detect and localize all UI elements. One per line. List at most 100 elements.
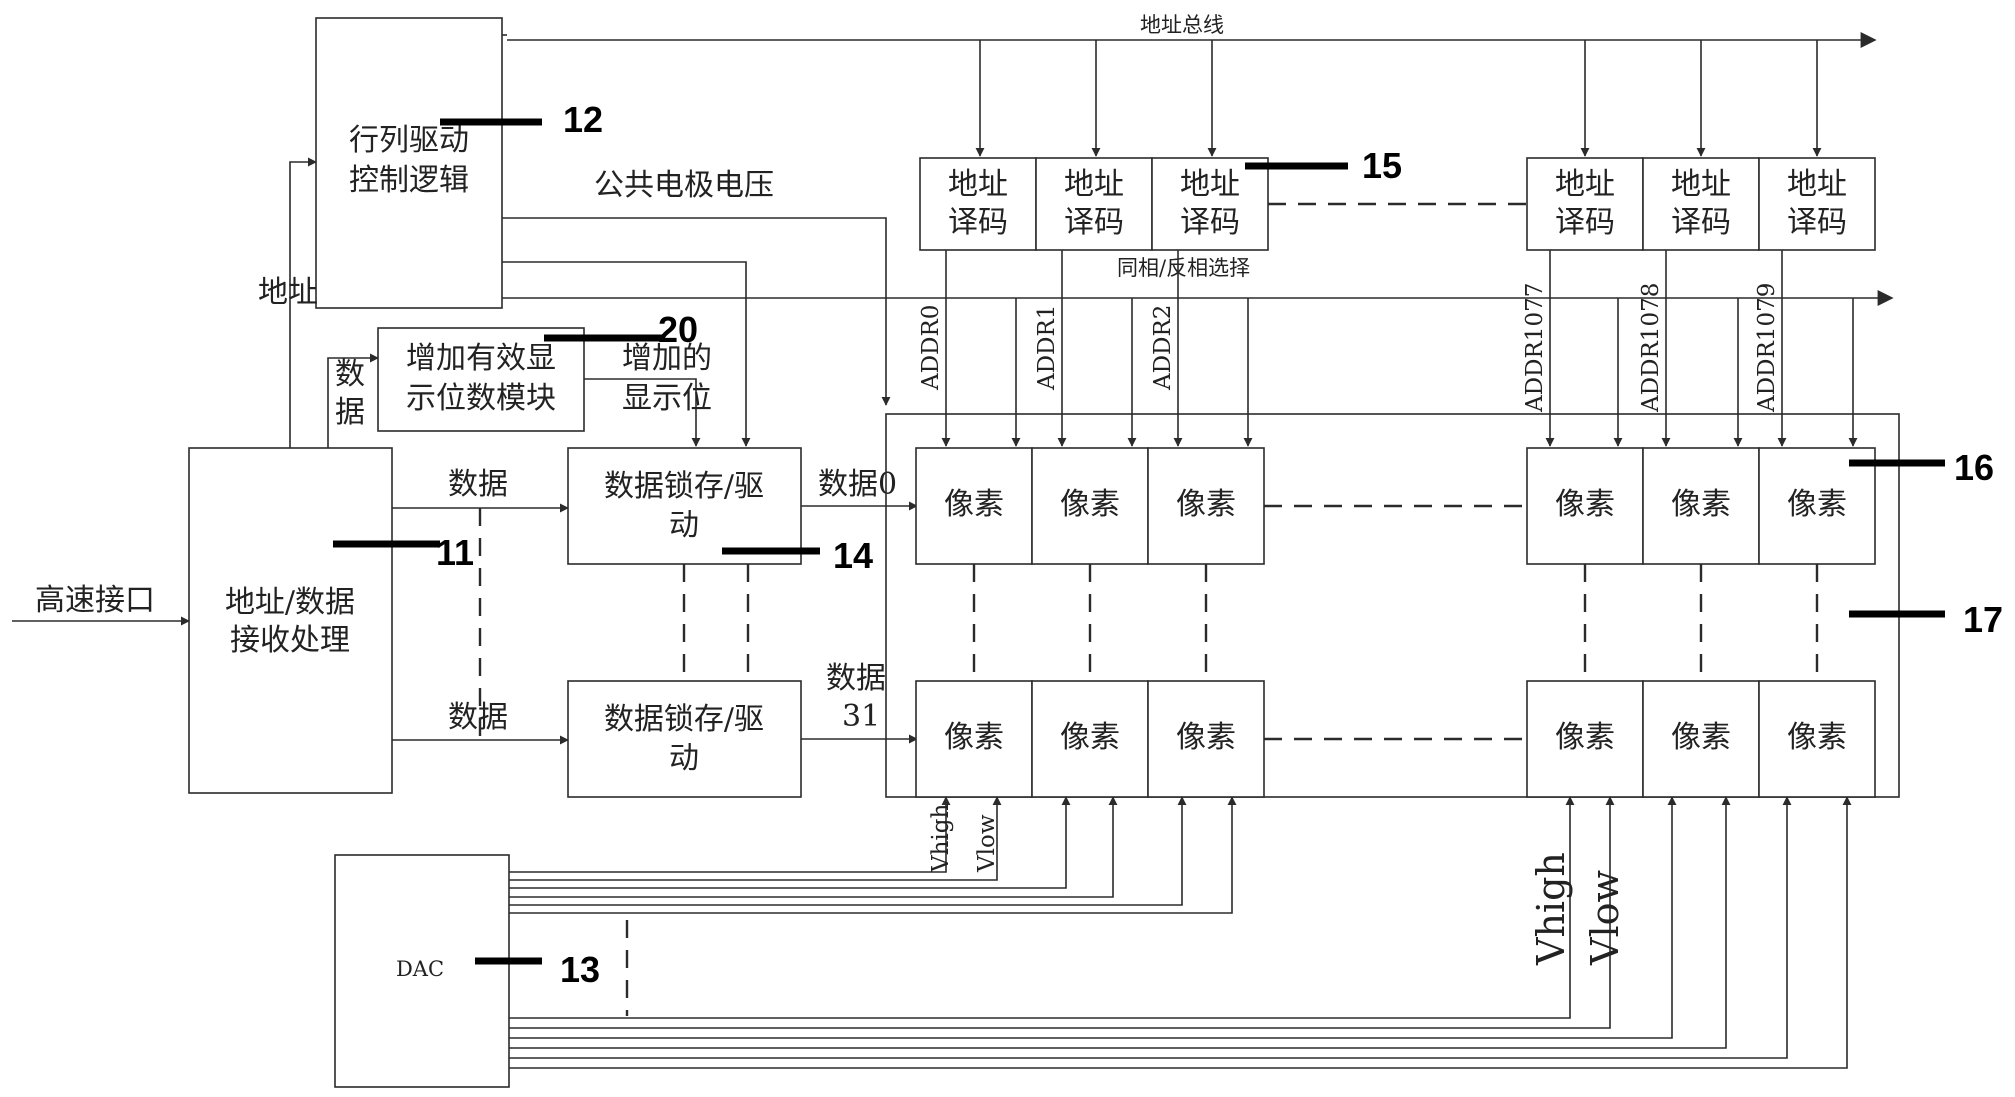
common-electrode-wire: [502, 217, 891, 406]
ref-16: 16: [1954, 447, 1994, 488]
data-latch-top-line2: 动: [669, 508, 699, 543]
pixel-cell: [1031, 680, 1149, 798]
ref-13: 13: [560, 949, 600, 990]
data-label-top: 数据: [448, 467, 508, 502]
pixel-label: 像素: [1555, 720, 1615, 755]
address-decoder: [1035, 157, 1153, 251]
dac-line: [509, 796, 1731, 1049]
extra-bits-box: [377, 327, 585, 432]
pixel-cell: [1642, 680, 1760, 798]
dac-line: [509, 796, 1575, 1019]
data-latch-bottom-box: [567, 680, 802, 798]
address-data-receiver-block: 地址/数据 接收处理: [188, 447, 393, 794]
decoder-line2: 译码: [1555, 205, 1615, 240]
ref-20: 20: [658, 309, 698, 350]
dac-lines-right: [509, 796, 1852, 1069]
address-data-receiver-box: [188, 447, 393, 794]
data-vertical-label-2: 据: [335, 395, 365, 430]
decoder-line1: 地址: [1787, 167, 1847, 202]
pixel-cell: [1031, 447, 1149, 565]
extra-display-bits-module: 增加有效显 示位数模块: [377, 327, 585, 432]
pixel-cell: [1147, 447, 1265, 565]
added-bits-wire: [584, 378, 701, 447]
dac-lines-left: [509, 796, 1237, 914]
pixel-label: 像素: [944, 487, 1004, 522]
pixel-label: 像素: [944, 720, 1004, 755]
pixel-cell: [915, 447, 1033, 565]
pixel-label: 像素: [1060, 487, 1120, 522]
dac-line: [509, 796, 1118, 898]
pixel-label: 像素: [1555, 487, 1615, 522]
vhigh-label-large: Vhigh: [1529, 852, 1573, 966]
decoder-line1: 地址: [948, 167, 1008, 202]
address-wire: [289, 157, 317, 448]
dac-label: DAC: [396, 957, 444, 981]
address-decoder: [1526, 157, 1644, 251]
data31-label-2: 31: [842, 699, 880, 734]
pixel-label: 像素: [1060, 720, 1120, 755]
added-bits-label-2: 显示位: [622, 381, 712, 416]
address-bus-label: 地址总线: [1140, 13, 1224, 37]
pixel-cell: [915, 680, 1033, 798]
row-column-driver-block: 行列驱动 控制逻辑: [315, 17, 503, 309]
phase-select-label: 同相/反相选择: [1117, 256, 1250, 280]
data-label-bottom: 数据: [448, 700, 508, 735]
pixel-cell: [1147, 680, 1265, 798]
driver-to-latch-wire: [502, 261, 751, 447]
row-column-driver-line2: 控制逻辑: [349, 163, 469, 198]
pixel-cell: [1758, 680, 1876, 798]
pixel-label: 像素: [1787, 487, 1847, 522]
data0-label: 数据0: [818, 467, 897, 502]
data-latch-bottom-block: 数据锁存/驱 动: [567, 680, 802, 798]
vlow-label-large: Vlow: [1583, 870, 1627, 966]
dac-line: [509, 796, 1677, 1039]
vhigh-label-small: Vhigh: [928, 803, 954, 873]
ref-11: 11: [436, 532, 474, 573]
dac-line: [509, 796, 951, 873]
reference-markers: 12 15 20 11 14 16 17 13: [333, 99, 2003, 990]
decoder-line2: 译码: [1671, 205, 1731, 240]
dac-box: [334, 854, 510, 1088]
pixel-label: 像素: [1176, 487, 1236, 522]
pixel-label: 像素: [1176, 720, 1236, 755]
row-column-driver-box: [315, 17, 503, 309]
extra-bits-line1: 增加有效显: [406, 341, 556, 376]
data-vertical-label-1: 数: [335, 357, 365, 392]
addr1077-label: ADDR1077: [1522, 283, 1548, 413]
addr1079-label: ADDR1079: [1754, 283, 1780, 413]
dac-line: [509, 796, 1002, 881]
decoder-line2: 译码: [1787, 205, 1847, 240]
data-latch-top-block: 数据锁存/驱 动: [567, 447, 802, 565]
pixel-label: 像素: [1671, 720, 1731, 755]
decoder-group-right: 地址 译码 地址 译码 地址 译码: [1526, 157, 1876, 251]
row-column-driver-line1: 行列驱动: [349, 123, 469, 158]
addr1078-label: ADDR1078: [1638, 283, 1664, 413]
addr0-label: ADDR0: [918, 305, 944, 391]
dac-block: DAC: [334, 854, 510, 1088]
ref-14: 14: [833, 535, 873, 576]
decoder-line1: 地址: [1555, 167, 1615, 202]
data-latch-bottom-line2: 动: [669, 741, 699, 776]
dac-line: [509, 796, 1615, 1029]
ref-15: 15: [1362, 145, 1402, 186]
data-latch-top-line1: 数据锁存/驱: [604, 469, 764, 504]
decoder-line1: 地址: [1064, 167, 1124, 202]
dac-line: [509, 796, 1237, 914]
decoder-line1: 地址: [1671, 167, 1731, 202]
decoder-line2: 译码: [948, 205, 1008, 240]
phase-select-bus: 同相/反相选择: [502, 256, 1894, 447]
dac-line: [509, 796, 1852, 1069]
dac-line: [509, 796, 1792, 1059]
data-latch-top-box: [567, 447, 802, 565]
address-bus: 地址总线: [507, 13, 1877, 157]
decoder-line1: 地址: [1180, 167, 1240, 202]
high-speed-interface-label: 高速接口: [35, 583, 155, 618]
receiver-line2: 接收处理: [230, 623, 350, 658]
dac-line: [509, 796, 1187, 906]
vlow-label-small: Vlow: [974, 814, 1000, 873]
pixel-array-frame: [885, 413, 1900, 798]
decoder-line2: 译码: [1064, 205, 1124, 240]
ref-12: 12: [563, 99, 603, 140]
addr1-label: ADDR1: [1034, 305, 1060, 391]
